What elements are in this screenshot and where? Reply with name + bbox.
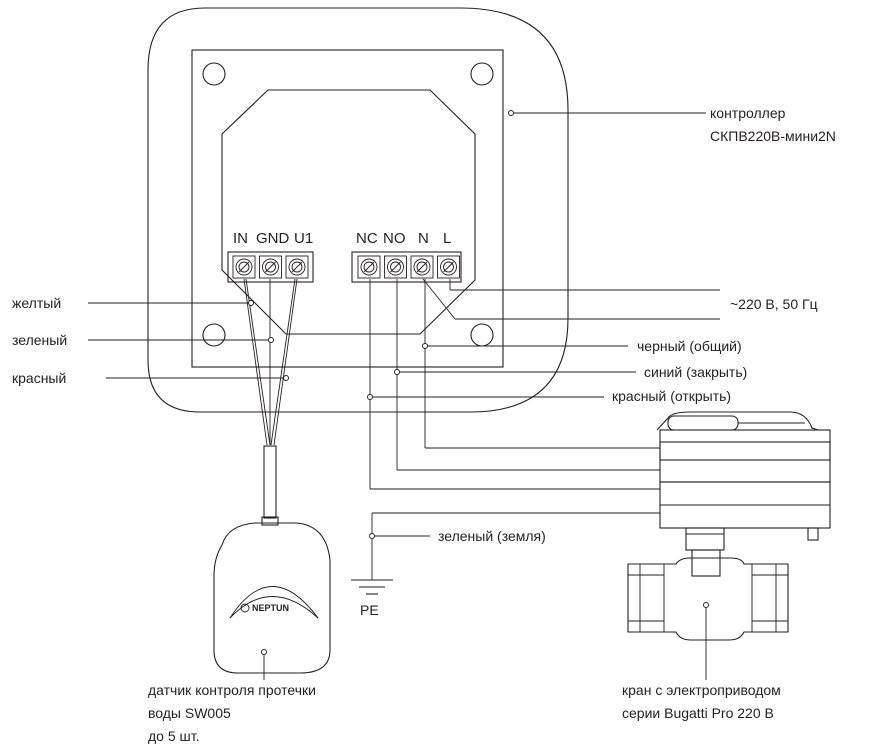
valve-wires <box>367 278 720 580</box>
ground-label: PE <box>360 602 379 618</box>
terminal-block-valve: NC NO N L <box>351 230 462 283</box>
terminal-screw-no-icon <box>384 255 407 279</box>
controller-board <box>221 89 476 335</box>
terminal-in: IN <box>233 230 248 247</box>
controller-housing <box>147 7 706 413</box>
sensor-logo-icon <box>240 603 250 613</box>
terminal-screw-n-icon <box>410 255 434 279</box>
sensor-caption-line3: до 5 шт. <box>148 728 200 744</box>
terminal-gnd: GND <box>256 230 290 247</box>
wire-label-green-ground: зеленый (земля) <box>438 528 546 544</box>
terminal-screw-u1-icon <box>285 255 309 279</box>
terminal-screw-nc-icon <box>357 255 381 279</box>
terminal-l: L <box>443 230 451 247</box>
wire-label-green: зеленый <box>12 332 67 348</box>
ground-symbol-icon <box>351 579 393 595</box>
controller-label-line2: СКПВ220В-мини2N <box>710 128 836 144</box>
wire-label-black-common: черный (общий) <box>637 338 742 354</box>
mounting-hole-top-left <box>202 62 226 86</box>
terminal-screw-in-icon <box>232 255 256 279</box>
mounting-hole-bottom-right <box>470 323 494 347</box>
power-label: ~220 В, 50 Гц <box>730 296 818 312</box>
terminal-block-sensors: IN GND U1 <box>227 230 314 283</box>
wire-label-red-open: красный (открыть) <box>612 388 731 404</box>
terminal-screws <box>232 255 460 279</box>
terminal-screw-l-icon <box>437 255 460 279</box>
motorized-valve <box>627 411 831 680</box>
sensor-caption-line2: воды SW005 <box>148 705 231 721</box>
valve-caption-line1: кран с электроприводом <box>622 682 781 698</box>
sensor-brand: NEPTUN <box>252 603 289 613</box>
terminal-no: NO <box>383 230 406 247</box>
wire-label-blue-close: синий (закрыть) <box>644 364 747 380</box>
terminal-nc: NC <box>356 230 378 247</box>
wire-label-yellow: желтый <box>12 295 61 311</box>
mounting-hole-top-right <box>470 62 494 86</box>
wire-label-red: красный <box>12 370 66 386</box>
sensor-wires <box>88 278 298 526</box>
terminal-u1: U1 <box>294 230 313 247</box>
sensor-caption-line1: датчик контроля протечки <box>148 682 316 698</box>
mounting-hole-bottom-left <box>202 323 226 347</box>
controller-label-line1: контроллер <box>710 105 786 121</box>
leak-sensor: NEPTUN <box>213 522 331 680</box>
terminal-n: N <box>418 230 429 247</box>
valve-caption-line2: серии Bugatti Pro 220 В <box>622 705 774 721</box>
terminal-screw-gnd-icon <box>259 255 282 279</box>
